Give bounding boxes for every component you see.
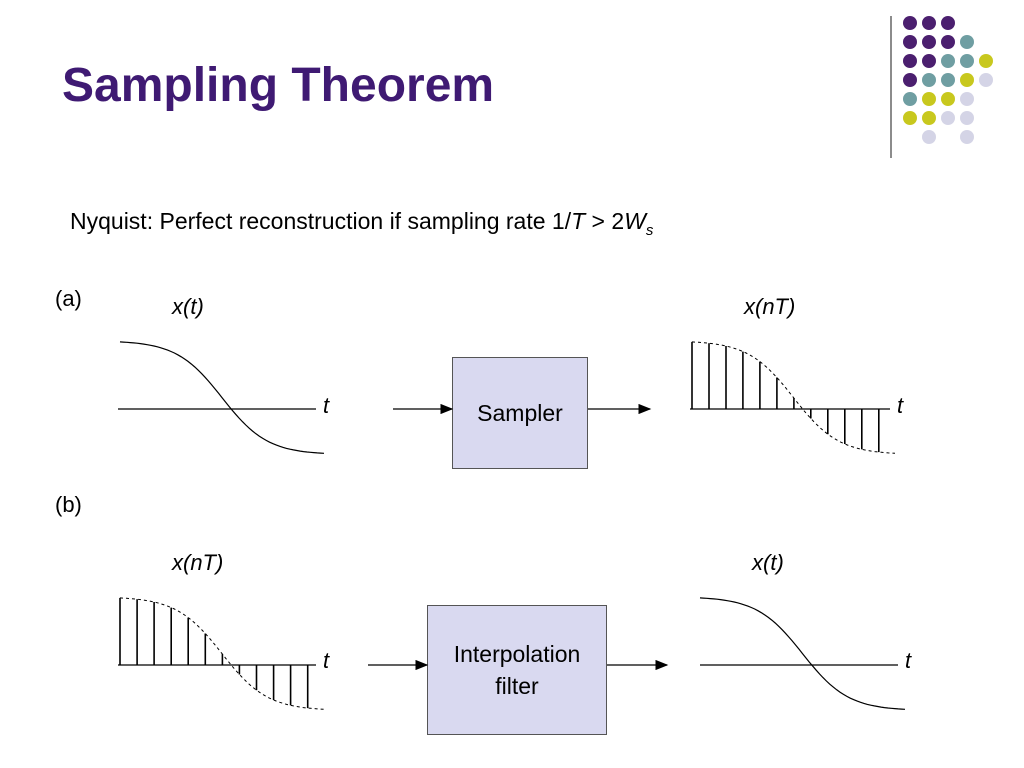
decor-dot [903,111,917,125]
signal-curve [119,341,325,454]
panel-a-output-plot [690,341,896,454]
interpolation-filter-block: Interpolation filter [427,605,607,735]
decor-dot [903,54,917,68]
decor-dot [941,54,955,68]
nyquist-subscript: s [645,222,654,239]
interpolation-filter-line1: Interpolation [453,640,581,667]
signal-envelope [119,597,325,710]
decor-dot [903,16,917,30]
decor-dot [941,16,955,30]
sampler-label: Sampler [477,399,563,426]
sampler-block: Sampler [452,357,588,469]
decor-dot [903,92,917,106]
decor-dot [941,35,955,49]
panel-a-output-label: x(nT) [744,294,796,319]
panel-a-output-axis-label: t [897,393,904,418]
panel-a-input-axis-label: t [323,393,330,418]
panel-b-input-plot [118,597,325,710]
nyquist-bandwidth: W [624,208,646,234]
decor-dot [922,16,936,30]
panel-b-tag: (b) [55,492,82,517]
nyquist-period: T [571,208,586,234]
decor-dot [960,35,974,49]
panel-b-output-axis-label: t [905,648,912,673]
decor-dot [922,92,936,106]
decor-dot [979,73,993,87]
interpolation-filter-line2: filter [495,673,539,699]
decor-dot [960,73,974,87]
decor-dot [941,111,955,125]
decor-dot [941,92,955,106]
nyquist-statement: Nyquist: Perfect reconstruction if sampl… [70,208,653,239]
decor-dot [960,54,974,68]
decor-dot [903,35,917,49]
decor-dot [941,73,955,87]
interpolation-filter-label: Interpolation filter [454,638,581,702]
decor-divider [890,16,892,158]
decor-dot [922,35,936,49]
panel-a-input-plot [118,341,325,454]
decor-dot [922,111,936,125]
decor-dot [960,92,974,106]
panel-a-input-label: x(t) [172,294,204,319]
panel-a-tag: (a) [55,286,82,311]
nyquist-gt: > 2 [585,208,625,234]
panel-b-output-label: x(t) [752,550,784,575]
panel-b-output-plot [699,597,906,710]
panel-b-input-axis-label: t [323,648,330,673]
signal-envelope [691,341,896,454]
slide-title: Sampling Theorem [62,59,495,112]
decor-dot [903,73,917,87]
decor-dot [979,54,993,68]
decor-dot [960,130,974,144]
decor-dot [960,111,974,125]
nyquist-prefix: Nyquist: Perfect reconstruction if sampl… [70,208,572,234]
signal-curve [699,597,906,710]
panel-b-input-label: x(nT) [172,550,224,575]
decor-dot [922,130,936,144]
decor-dot [922,54,936,68]
decor-dot [922,73,936,87]
